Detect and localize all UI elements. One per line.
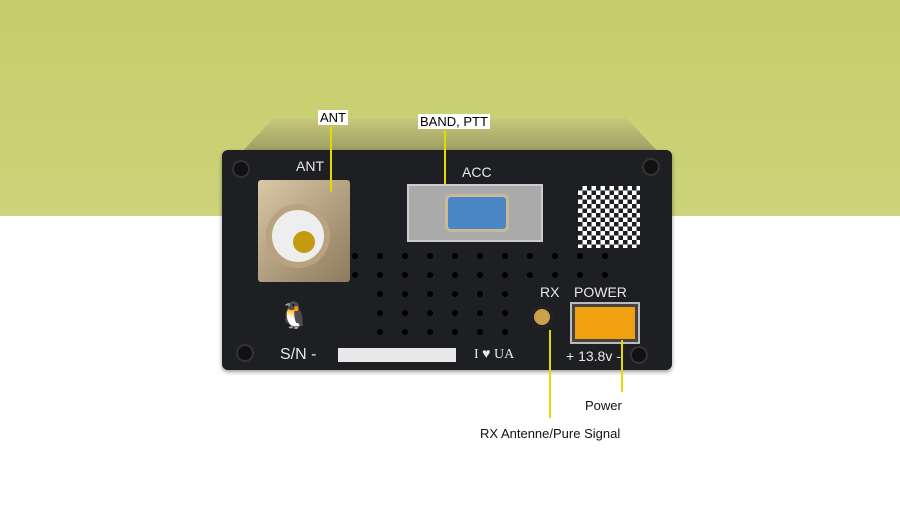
vent-hole	[527, 253, 533, 259]
ant-label: ANT	[296, 158, 324, 174]
qr-code	[578, 186, 640, 248]
vent-hole	[477, 272, 483, 278]
vent-hole	[552, 272, 558, 278]
ant-callout: ANT	[318, 110, 348, 125]
vent-hole	[377, 291, 383, 297]
acc-db9-connector[interactable]	[407, 184, 543, 242]
band-ptt-callout: BAND, PTT	[418, 114, 490, 129]
screw-icon	[236, 344, 254, 362]
vent-hole	[502, 291, 508, 297]
vent-hole	[502, 310, 508, 316]
vent-hole	[352, 253, 358, 259]
vent-hole	[577, 272, 583, 278]
ant-callout-line	[330, 126, 332, 192]
rx-label: RX	[540, 284, 560, 300]
vent-hole	[427, 310, 433, 316]
vent-hole	[502, 272, 508, 278]
vent-hole	[552, 253, 558, 259]
rx-callout-line	[549, 330, 551, 418]
love-ua-label: I ♥ UA	[474, 347, 515, 362]
voltage-label: + 13.8v -	[566, 348, 621, 364]
acc-label: ACC	[462, 164, 492, 180]
sn-label: S/N -	[280, 346, 317, 363]
vent-hole	[452, 310, 458, 316]
vent-hole	[402, 329, 408, 335]
screw-icon	[232, 160, 250, 178]
vent-hole	[377, 253, 383, 259]
device-rear-panel: ANT ACC RX POWER + 13.8v - S/N - I ♥ UA …	[222, 150, 672, 370]
vent-hole	[402, 291, 408, 297]
vent-hole	[377, 329, 383, 335]
screw-icon	[642, 158, 660, 176]
rx-callout: RX Antenne/Pure Signal	[480, 426, 621, 441]
band-ptt-callout-line	[444, 130, 446, 184]
power-xt60-connector[interactable]	[570, 302, 640, 344]
vent-hole	[452, 272, 458, 278]
vent-hole	[402, 272, 408, 278]
serial-number-field	[338, 348, 456, 362]
power-callout: Power	[585, 398, 622, 413]
vent-hole	[502, 329, 508, 335]
rx-sma-connector[interactable]	[530, 305, 554, 329]
vent-hole	[452, 253, 458, 259]
vent-hole	[352, 272, 358, 278]
vent-hole	[427, 329, 433, 335]
vent-hole	[452, 329, 458, 335]
vent-hole	[427, 253, 433, 259]
vent-hole	[477, 310, 483, 316]
vent-hole	[527, 272, 533, 278]
vent-hole	[427, 291, 433, 297]
screw-icon	[630, 346, 648, 364]
penguin-logo-icon: 🐧	[278, 300, 311, 330]
vent-hole	[602, 272, 608, 278]
vent-hole	[402, 253, 408, 259]
vent-hole	[577, 253, 583, 259]
vent-hole	[452, 291, 458, 297]
vent-hole	[377, 310, 383, 316]
power-label: POWER	[574, 284, 627, 300]
vent-hole	[502, 253, 508, 259]
power-callout-line	[621, 340, 623, 392]
vent-hole	[602, 253, 608, 259]
vent-hole	[377, 272, 383, 278]
ant-connector[interactable]	[258, 180, 350, 282]
vent-hole	[402, 310, 408, 316]
vent-hole	[477, 253, 483, 259]
vent-hole	[477, 329, 483, 335]
vent-hole	[477, 291, 483, 297]
vent-hole	[427, 272, 433, 278]
